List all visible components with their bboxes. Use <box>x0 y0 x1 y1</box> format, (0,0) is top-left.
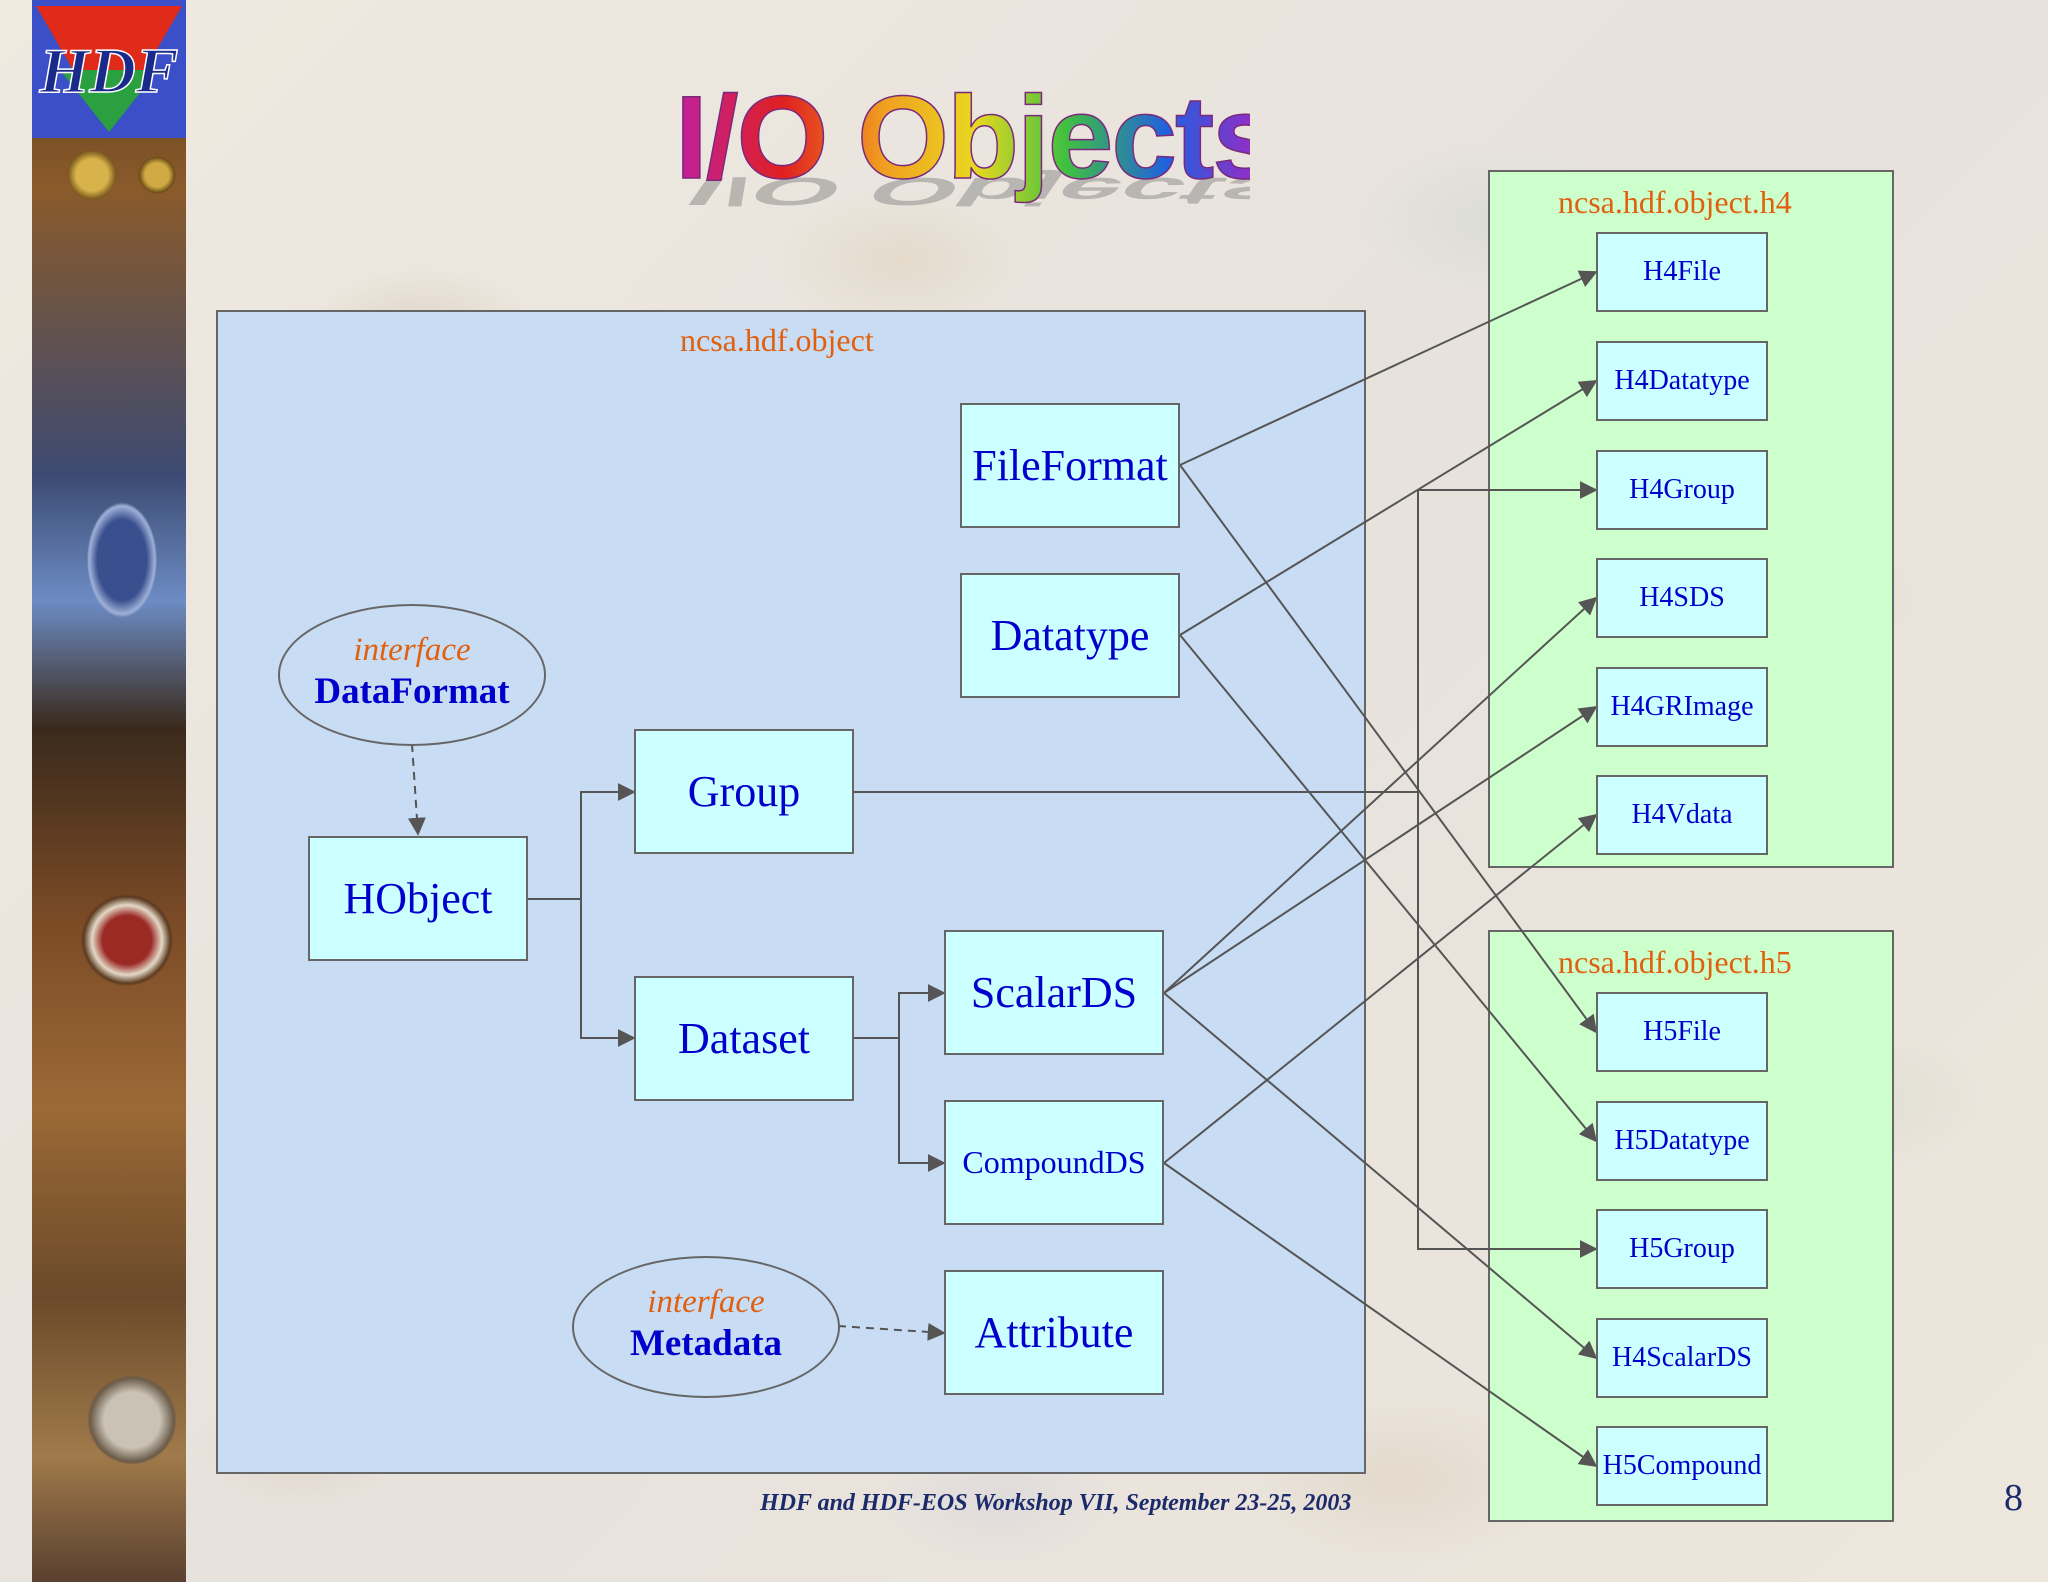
node-h4grimage[interactable]: H4GRImage <box>1596 667 1768 747</box>
title-shadow: I/O Objects <box>675 169 1250 210</box>
node-h4vdata[interactable]: H4Vdata <box>1596 775 1768 855</box>
node-h5file[interactable]: H5File <box>1596 992 1768 1072</box>
slide-title: I/O Objects <box>675 72 1250 204</box>
node-fileformat[interactable]: FileFormat <box>960 403 1180 528</box>
edge-scalards-h4grimage <box>1163 706 1598 994</box>
edge-fileformat-h4file <box>1179 270 1598 466</box>
node-h4datatype[interactable]: H4Datatype <box>1596 341 1768 421</box>
node-datatype[interactable]: Datatype <box>960 573 1180 698</box>
slide-title-wordart: I/O Objects I/O Objects <box>674 71 1250 210</box>
edge-scalards-h4sds <box>1163 596 1598 994</box>
edge-datatype-h5datatype <box>1179 634 1598 1143</box>
node-h4group[interactable]: H4Group <box>1596 450 1768 530</box>
node-dataset[interactable]: Dataset <box>634 976 854 1101</box>
edge-compoundds-h5compound <box>1163 1162 1598 1468</box>
node-h5compound[interactable]: H5Compound <box>1596 1426 1768 1506</box>
slide-footer: HDF and HDF-EOS Workshop VII, September … <box>760 1490 1352 1516</box>
edge-metadata-attribute <box>837 1322 946 1341</box>
interface-keyword: interface <box>353 632 471 668</box>
decorative-image-strip <box>32 0 186 1582</box>
node-hobject[interactable]: HObject <box>308 836 528 961</box>
edge-group-h5group <box>1417 792 1598 1258</box>
interface-dataformat[interactable]: interface DataFormat <box>278 604 546 746</box>
node-h4scalards[interactable]: H4ScalarDS <box>1596 1318 1768 1398</box>
edge-hobject-dataset <box>580 899 636 1047</box>
edge-hobject-group <box>528 783 636 900</box>
edge-datatype-h4datatype <box>1179 380 1598 636</box>
edge-scalards-h4scalards <box>1163 992 1598 1360</box>
hdf-logo: HDF <box>32 0 186 138</box>
edge-compoundds-h4vdata <box>1163 813 1598 1164</box>
logo-text: HDF <box>39 35 179 106</box>
node-h4sds[interactable]: H4SDS <box>1596 558 1768 638</box>
node-h4file[interactable]: H4File <box>1596 232 1768 312</box>
edge-fileformat-h5file <box>1179 464 1598 1034</box>
package-label-h5: ncsa.hdf.object.h5 <box>1558 944 1792 980</box>
edge-group-h4group <box>854 481 1598 793</box>
node-attribute[interactable]: Attribute <box>944 1270 1164 1395</box>
node-compoundds[interactable]: CompoundDS <box>944 1100 1164 1225</box>
interface-keyword: interface <box>647 1284 765 1320</box>
edge-dataset-scalards <box>854 984 946 1039</box>
interface-metadata[interactable]: interface Metadata <box>572 1256 840 1398</box>
node-h5group[interactable]: H5Group <box>1596 1209 1768 1289</box>
node-group[interactable]: Group <box>634 729 854 854</box>
edge-dataformat-hobject <box>407 743 426 836</box>
edge-dataset-compoundds <box>898 1038 946 1172</box>
node-h5datatype[interactable]: H5Datatype <box>1596 1101 1768 1181</box>
node-scalards[interactable]: ScalarDS <box>944 930 1164 1055</box>
interface-name: DataFormat <box>314 671 510 712</box>
package-label-core: ncsa.hdf.object <box>680 322 874 358</box>
package-label-h4: ncsa.hdf.object.h4 <box>1558 184 1792 220</box>
page-number: 8 <box>2004 1477 2023 1519</box>
interface-name: Metadata <box>629 1323 783 1364</box>
